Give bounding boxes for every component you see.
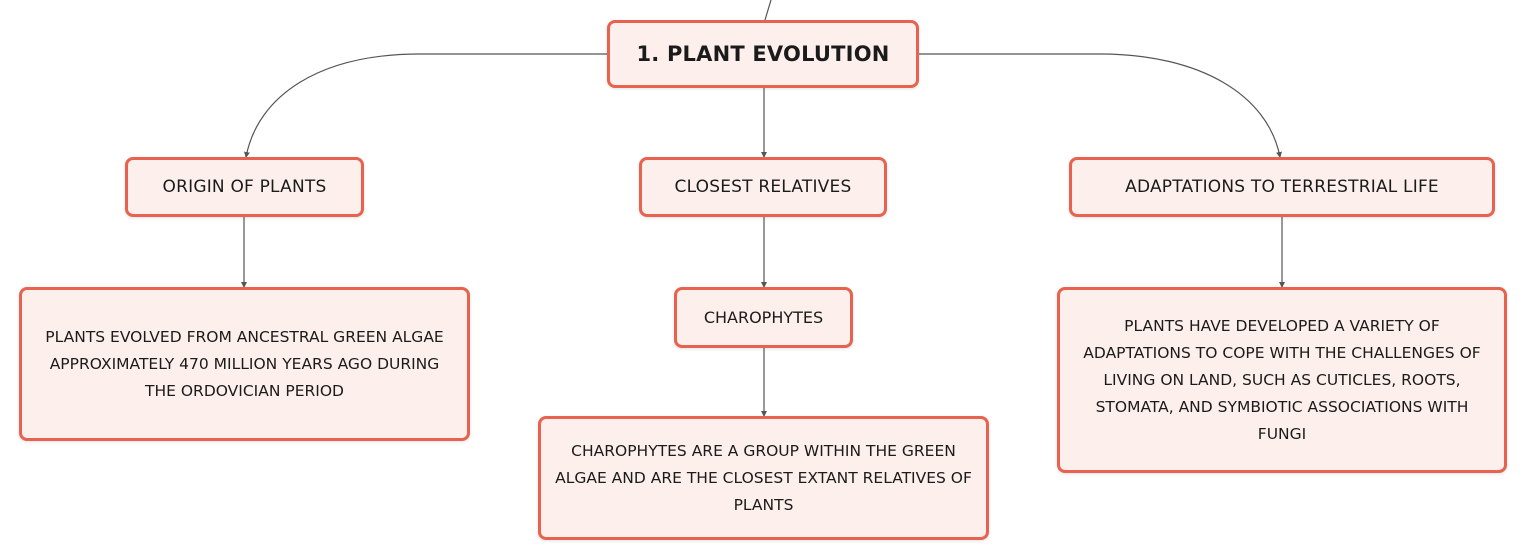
detail-node-adaptations[interactable]: PLANTS HAVE DEVELOPED A VARIETY OF ADAPT… (1057, 287, 1507, 473)
detail-node-origin[interactable]: PLANTS EVOLVED FROM ANCESTRAL GREEN ALGA… (19, 287, 470, 441)
topic-label: CLOSEST RELATIVES (674, 177, 852, 197)
connector-root-to-adaptations (918, 53, 1282, 158)
subtopic-node-charophytes[interactable]: CHAROPHYTES (674, 287, 853, 348)
topic-label: ADAPTATIONS TO TERRESTRIAL LIFE (1125, 177, 1439, 197)
detail-text: CHAROPHYTES ARE A GROUP WITHIN THE GREEN… (555, 441, 972, 514)
root-node[interactable]: 1. PLANT EVOLUTION (607, 20, 919, 88)
subtopic-label: CHAROPHYTES (703, 308, 824, 327)
root-label: 1. PLANT EVOLUTION (636, 42, 890, 66)
connector-incoming (764, 0, 772, 21)
detail-text: PLANTS HAVE DEVELOPED A VARIETY OF ADAPT… (1083, 316, 1481, 443)
topic-node-origin-of-plants[interactable]: ORIGIN OF PLANTS (125, 157, 364, 217)
topic-label: ORIGIN OF PLANTS (162, 177, 327, 197)
topic-node-closest-relatives[interactable]: CLOSEST RELATIVES (639, 157, 887, 217)
connector-root-to-origin (244, 53, 607, 158)
detail-node-charophytes[interactable]: CHAROPHYTES ARE A GROUP WITHIN THE GREEN… (538, 416, 989, 540)
topic-node-adaptations[interactable]: ADAPTATIONS TO TERRESTRIAL LIFE (1069, 157, 1495, 217)
detail-text: PLANTS EVOLVED FROM ANCESTRAL GREEN ALGA… (45, 327, 444, 400)
